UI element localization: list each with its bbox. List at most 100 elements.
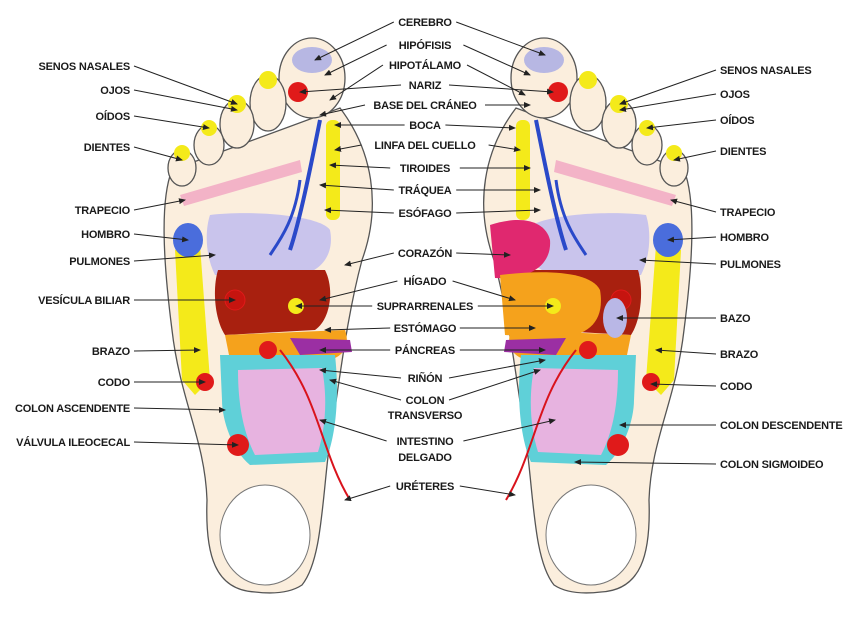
center-label: CEREBRO [398, 17, 452, 29]
center-label: HÍGADO [404, 275, 447, 288]
center-label: DELGADO [398, 452, 452, 464]
center-label: RIÑÓN [408, 372, 443, 385]
pointer-arrow [619, 93, 717, 112]
pointer-arrow [452, 280, 516, 302]
right-label: DIENTES [720, 146, 766, 158]
pointer-arrow [133, 198, 186, 211]
pointer-arrow [133, 65, 238, 105]
pointer-arrow [639, 257, 717, 265]
right-label: BAZO [720, 313, 751, 325]
center-label: TRANSVERSO [388, 410, 463, 422]
center-label: LINFA DEL CUELLO [374, 140, 476, 152]
pointer-arrow [463, 44, 531, 76]
pointer-arrow [456, 21, 546, 56]
left-label: TRAPECIO [75, 205, 131, 217]
pointer-arrow [319, 280, 398, 302]
left-label: HOMBRO [81, 229, 131, 241]
pointer-arrow [646, 119, 717, 131]
left-label: CODO [98, 377, 131, 389]
right-label: OÍDOS [720, 114, 754, 127]
right-label: TRAPECIO [720, 207, 776, 219]
pointer-arrow [133, 146, 183, 162]
pointer-arrow [456, 207, 541, 214]
center-label: BOCA [409, 120, 441, 132]
labels: CEREBRO HIPÓFISIS HIPOTÁLAMO NARIZ BASE DEL … [15, 17, 843, 493]
pointer-arrow [448, 369, 541, 401]
pointer-arrow [133, 89, 238, 112]
arrows [133, 21, 717, 502]
pointer-arrow [133, 252, 216, 262]
pointer-arrow [133, 406, 226, 413]
pointer-arrow [574, 459, 717, 466]
pointer-arrow [324, 326, 391, 333]
pointer-arrow [344, 252, 394, 267]
left-label: OJOS [100, 85, 130, 97]
pointer-arrow [456, 251, 511, 258]
pointer-arrow [448, 358, 546, 379]
center-label: ESTÓMAGO [394, 322, 457, 335]
spleen-region [603, 298, 627, 338]
pointer-arrow [344, 485, 391, 502]
pointer-arrow [133, 347, 201, 354]
pointer-arrow [488, 144, 521, 153]
right-label: SENOS NASALES [720, 65, 812, 77]
pointer-arrow [319, 104, 366, 117]
left-label: VESÍCULA BILIAR [38, 294, 130, 307]
left-label: VÁLVULA ILEOCECAL [16, 436, 130, 449]
left-label: BRAZO [92, 346, 131, 358]
pointer-arrow [329, 162, 391, 169]
center-label: HIPOTÁLAMO [389, 59, 462, 72]
right-label: HOMBRO [720, 232, 770, 244]
center-label: COLON [406, 395, 445, 407]
center-label: NARIZ [409, 80, 442, 92]
pointer-arrow [466, 64, 526, 96]
pointer-arrow [619, 69, 717, 105]
center-label: INTESTINO [397, 436, 455, 448]
right-label: COLON DESCENDENTE [720, 420, 843, 432]
left-label: OÍDOS [96, 110, 130, 123]
center-label: SUPRARRENALES [377, 301, 473, 313]
right-label: OJOS [720, 89, 750, 101]
pointer-arrow [133, 441, 239, 448]
heart-region [490, 220, 551, 279]
pointer-arrow [673, 150, 717, 162]
pointer-arrow [329, 64, 384, 101]
left-foot [162, 36, 375, 595]
pointer-arrow [324, 44, 387, 76]
center-label: BASE DEL CRÁNEO [373, 99, 477, 112]
pointer-arrow [319, 182, 394, 191]
center-label: CORAZÓN [398, 247, 452, 260]
pointer-arrow [329, 378, 402, 401]
right-label: COLON SIGMOIDEO [720, 459, 824, 471]
left-label: COLON ASCENDENTE [15, 403, 130, 415]
left-label: SENOS NASALES [38, 61, 130, 73]
center-label: TRÁQUEA [399, 184, 452, 197]
pointer-arrow [324, 207, 394, 214]
center-label: URÉTERES [396, 480, 454, 493]
pointer-arrow [299, 84, 402, 95]
center-label: ESÓFAGO [399, 207, 453, 220]
pointer-arrow [650, 381, 717, 388]
pointer-arrow [459, 485, 516, 497]
pointer-arrow [314, 21, 395, 61]
pointer-arrow [133, 233, 189, 243]
pointer-arrow [319, 367, 402, 379]
pointer-arrow [448, 84, 554, 95]
right-label: CODO [720, 381, 753, 393]
pointer-arrow [334, 144, 362, 152]
right-label: BRAZO [720, 349, 759, 361]
center-label: HIPÓFISIS [399, 39, 452, 52]
pointer-arrow [133, 115, 210, 131]
pointer-arrow [655, 347, 717, 355]
left-label: PULMONES [69, 256, 130, 268]
pointer-arrow [319, 418, 387, 442]
pointer-arrow [670, 198, 717, 213]
left-label: DIENTES [84, 142, 130, 154]
pointer-arrow [667, 236, 717, 243]
center-label: PÁNCREAS [395, 344, 455, 357]
right-label: PULMONES [720, 259, 781, 271]
pointer-arrow [445, 124, 516, 131]
pointer-arrow [463, 418, 556, 442]
